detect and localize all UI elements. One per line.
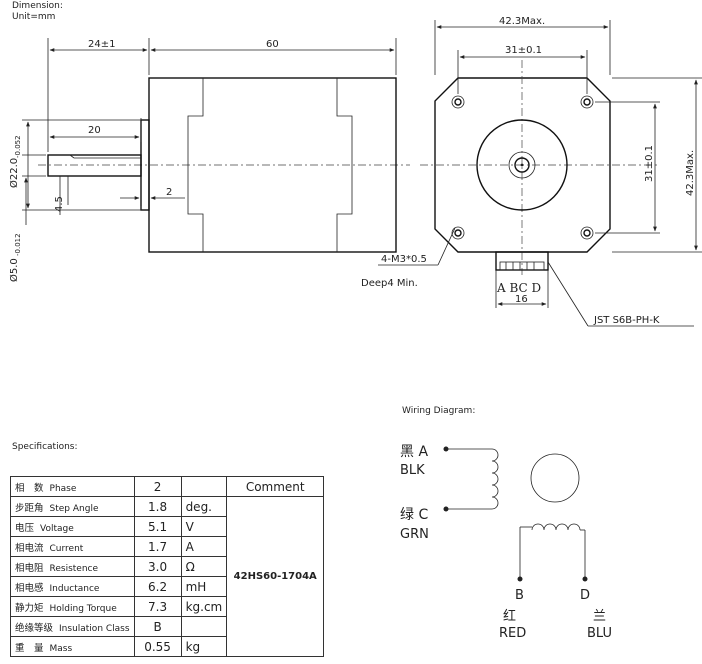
spec-value: 3.0 <box>133 556 182 577</box>
wire-a-en: BLK <box>400 463 425 478</box>
spec-unit <box>180 476 228 497</box>
hole-note: 4-M3*0.5 <box>381 254 427 265</box>
spec-unit: A <box>180 536 228 557</box>
spec-unit <box>180 616 228 637</box>
wire-b-pin: B <box>515 588 524 603</box>
spec-value: 5.1 <box>133 516 182 537</box>
spec-value: B <box>133 616 182 637</box>
dim-front-height: 42.3Max. <box>685 150 696 196</box>
dim-shaft-length: 24±1 <box>88 39 115 50</box>
wiring-diagram: Wiring Diagram: 黑 A BLK 绿 C GRN B 红 RED … <box>400 406 612 641</box>
connector-label: JST S6B-PH-K <box>593 315 660 326</box>
side-view: 24±1 60 20 2 Ø22.0 -0.052 4.5 Ø5.0 -0.01… <box>8 38 410 282</box>
dim-boss-diameter-tol: -0.052 <box>14 135 22 158</box>
wire-c-cn: 绿 C <box>400 507 428 523</box>
dim-hole-spacing-horizontal: 31±0.1 <box>505 45 542 56</box>
dim-boss-diameter: Ø22.0 <box>8 158 20 188</box>
model-number: 42HS60-1704A <box>226 496 325 657</box>
dim-hole-spacing-vertical: 31±0.1 <box>644 145 655 182</box>
hole-depth-note: Deep4 Min. <box>361 278 418 289</box>
spec-unit: deg. <box>180 496 228 517</box>
spec-unit: kg.cm <box>180 596 228 617</box>
dim-shaft-diameter-tol: -0.012 <box>14 233 22 256</box>
spec-value: 1.8 <box>133 496 182 517</box>
dim-body-length: 60 <box>266 39 279 50</box>
spec-unit: V <box>180 516 228 537</box>
connector-pins: A BC D <box>496 281 541 295</box>
spec-value: 1.7 <box>133 536 182 557</box>
wire-b-cn: 红 <box>503 608 516 624</box>
wire-d-pin: D <box>580 588 590 603</box>
dim-connector-width: 16 <box>515 294 528 305</box>
wire-a-cn: 黑 A <box>400 444 428 460</box>
wire-c-en: GRN <box>400 527 429 542</box>
dim-flat-depth: 4.5 <box>54 196 65 212</box>
spec-value: 7.3 <box>133 596 182 617</box>
comment-header: Comment <box>226 476 325 497</box>
wire-b-en: RED <box>499 626 526 641</box>
spec-unit: Ω <box>180 556 228 577</box>
unit-label: Unit=mm <box>12 12 55 22</box>
spec-value: 6.2 <box>133 576 182 597</box>
dimension-title: Dimension: <box>12 1 63 11</box>
wire-d-cn: 兰 <box>593 609 606 624</box>
wiring-title: Wiring Diagram: <box>402 406 475 416</box>
specs-title: Specifications: <box>12 442 78 452</box>
spec-value: 0.55 <box>133 636 182 657</box>
dim-front-width: 42.3Max. <box>499 16 545 27</box>
spec-unit: kg <box>180 636 228 657</box>
spec-value: 2 <box>133 476 182 497</box>
dim-boss-height: 2 <box>166 187 172 198</box>
dim-shaft-diameter: Ø5.0 <box>8 258 20 282</box>
dim-flat-length: 20 <box>88 125 101 136</box>
front-view: 42.3Max. 31±0.1 31±0.1 42.3Max. 4-M3*0.5… <box>361 16 702 327</box>
spec-unit: mH <box>180 576 228 597</box>
mounting-holes <box>451 95 594 240</box>
wire-d-en: BLU <box>587 626 612 641</box>
